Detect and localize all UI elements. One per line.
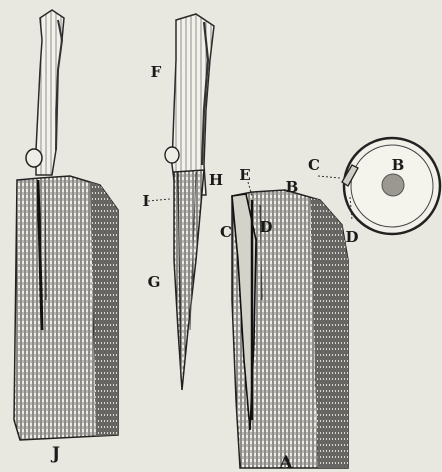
label-a: A bbox=[278, 453, 293, 472]
scion-on-stock bbox=[36, 10, 64, 175]
wedge-scion bbox=[165, 14, 214, 390]
label-j: J bbox=[50, 444, 60, 464]
bud bbox=[26, 149, 42, 167]
label-d-stock: D bbox=[259, 218, 272, 236]
label-b-ring: B bbox=[392, 156, 405, 174]
label-g: G bbox=[148, 273, 161, 291]
label-b-stock: B bbox=[286, 178, 299, 196]
grafted-stock-j bbox=[14, 10, 118, 440]
label-i: I bbox=[142, 192, 149, 210]
label-h: H bbox=[209, 171, 223, 189]
cleft-stock-a bbox=[232, 190, 348, 468]
label-c-stock: C bbox=[220, 223, 232, 241]
scion-upper-f bbox=[172, 14, 214, 195]
label-d-ring: D bbox=[345, 228, 358, 246]
label-c-ring: C bbox=[308, 156, 320, 174]
section-pith bbox=[382, 174, 404, 196]
label-e: E bbox=[239, 166, 250, 184]
label-f: F bbox=[151, 63, 162, 81]
scion-bud bbox=[165, 147, 179, 163]
